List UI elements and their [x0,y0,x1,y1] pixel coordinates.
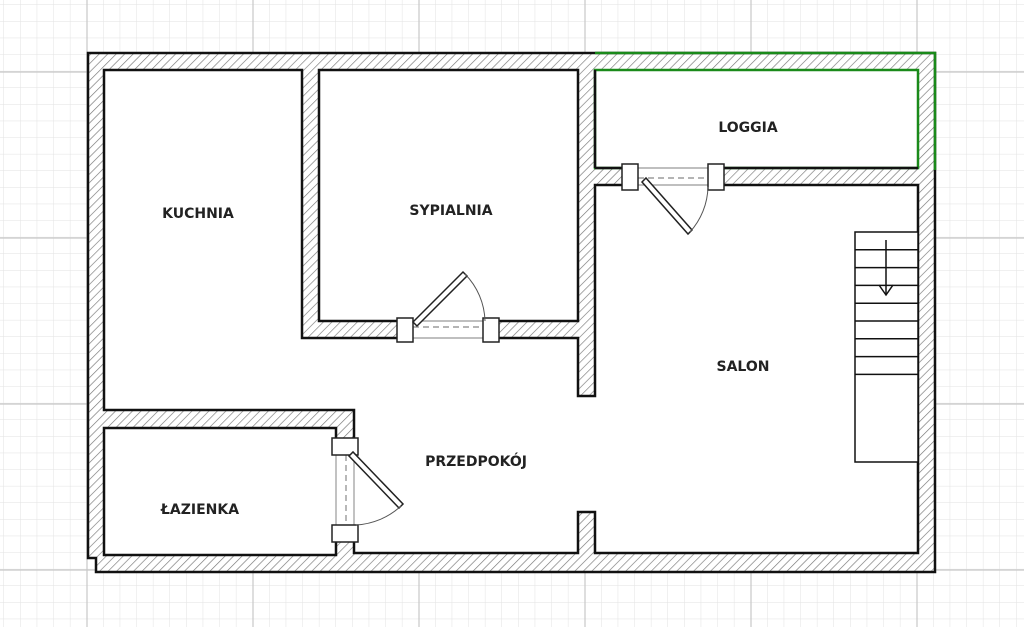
arrow-down-icon [878,240,894,297]
room-label-loggia: LOGGIA [718,120,778,136]
bedroom-door [396,270,500,343]
loggia-outline [595,51,937,170]
loggia-door [621,163,725,236]
room-label-living-room: SALON [717,359,770,375]
staircase [854,231,919,463]
bathroom-door [331,437,405,543]
room-label-bedroom: SYPIALNIA [409,203,492,219]
room-label-kitchen: KUCHNIA [162,206,234,222]
bathroom-area [102,426,338,557]
room-label-hallway: PRZEDPOKÓJ [425,452,527,470]
loggia-area [593,68,920,170]
bedroom-area [317,68,580,323]
room-label-bathroom: ŁAZIENKA [160,502,239,518]
